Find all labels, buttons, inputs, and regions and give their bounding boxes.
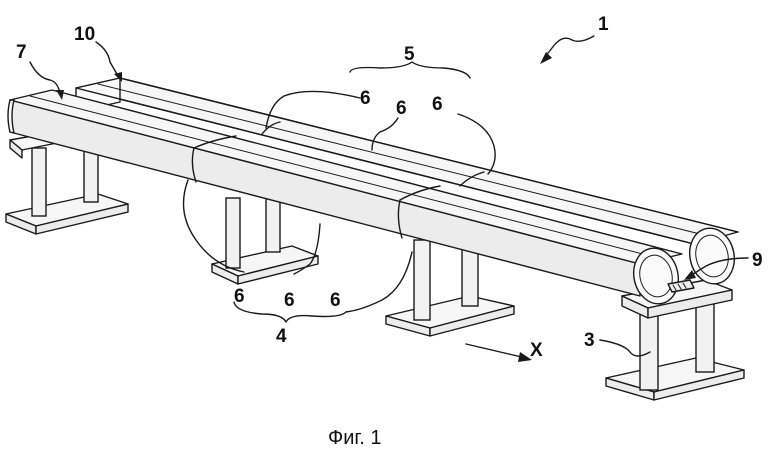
label-joint-2: 6 <box>396 98 407 119</box>
label-joint-4: 6 <box>234 286 245 307</box>
figure-caption: Фиг. 1 <box>328 427 381 449</box>
label-support: 3 <box>584 330 595 351</box>
label-joint-5: 6 <box>284 290 295 311</box>
label-direction: X <box>530 340 543 361</box>
label-row-front: 4 <box>276 326 287 347</box>
label-tube-front: 7 <box>16 42 27 63</box>
label-joint-6: 6 <box>330 290 341 311</box>
support-right <box>606 280 744 400</box>
label-joint-1: 6 <box>360 88 371 109</box>
label-tube-back: 10 <box>74 24 95 45</box>
label-row-back: 5 <box>404 44 415 65</box>
label-assembly: 1 <box>598 14 609 35</box>
label-retainer: 9 <box>752 250 763 271</box>
label-joint-3: 6 <box>432 94 443 115</box>
